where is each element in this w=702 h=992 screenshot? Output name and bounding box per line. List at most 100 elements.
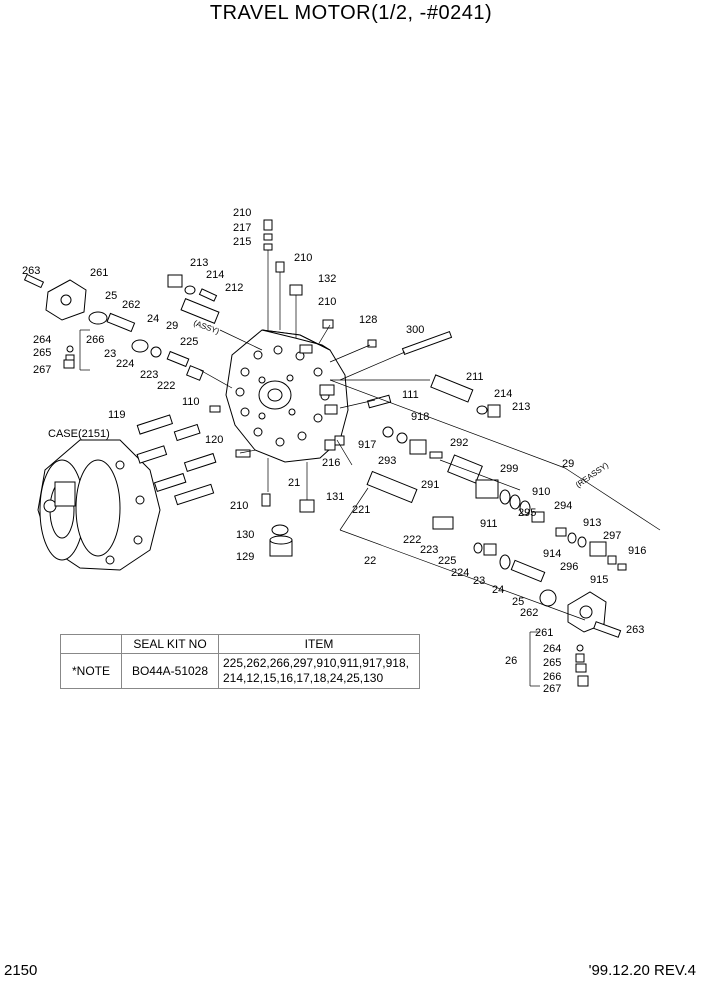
callout: 291 — [421, 479, 439, 491]
callout: 131 — [326, 491, 344, 503]
callout: 214 — [494, 388, 512, 400]
callout: 29 — [562, 458, 574, 470]
callout: 25 — [512, 596, 524, 608]
callout: 295 — [518, 507, 536, 519]
callout: 262 — [122, 299, 140, 311]
callout: 917 — [358, 439, 376, 451]
callout: 26 — [505, 655, 517, 667]
callout: 267 — [543, 683, 561, 695]
callout: 210 — [318, 296, 336, 308]
case-label: CASE(2151) — [48, 428, 110, 440]
callout: 216 — [322, 457, 340, 469]
callout: 918 — [411, 411, 429, 423]
callout: 210 — [294, 252, 312, 264]
page-number: 2150 — [4, 962, 38, 979]
seal-kit-table: SEAL KIT NO ITEM *NOTE BO44A-51028 225,2… — [60, 634, 420, 689]
items-line: 225,262,266,297,910,911,917,918, — [223, 656, 409, 670]
callout: 264 — [33, 334, 51, 346]
callout: 262 — [520, 607, 538, 619]
callout: 128 — [359, 314, 377, 326]
revision-label: '99.12.20 REV.4 — [588, 962, 696, 979]
callout: 263 — [626, 624, 644, 636]
callout: 120 — [205, 434, 223, 446]
callout: 916 — [628, 545, 646, 557]
callout: 914 — [543, 548, 561, 560]
callout: 23 — [473, 575, 485, 587]
callout: 24 — [147, 313, 159, 325]
note-cell: *NOTE — [60, 653, 122, 689]
right-valves — [324, 330, 557, 607]
callout: 225 — [180, 336, 198, 348]
items-line: 214,12,15,16,17,18,24,25,130 — [223, 671, 384, 685]
spring-group-119 — [136, 414, 217, 506]
callout: 266 — [86, 334, 104, 346]
table-header — [60, 634, 122, 654]
callout: 222 — [403, 534, 421, 546]
callout: 29 — [166, 320, 178, 332]
leader-lines — [79, 250, 661, 687]
callout: 223 — [140, 369, 158, 381]
callout: 21 — [288, 477, 300, 489]
callout: 911 — [480, 518, 498, 530]
callout: 296 — [560, 561, 578, 573]
callout: 24 — [492, 584, 504, 596]
callout: 210 — [230, 500, 248, 512]
right-stack — [447, 454, 627, 571]
callout: 261 — [535, 627, 553, 639]
callout: 22 — [364, 555, 376, 567]
callout: 292 — [450, 437, 468, 449]
table-header: SEAL KIT NO — [121, 634, 219, 654]
callout: 111 — [402, 389, 419, 401]
callout: 265 — [33, 347, 51, 359]
table-row: *NOTE BO44A-51028 225,262,266,297,910,91… — [60, 653, 420, 689]
callout: 293 — [378, 455, 396, 467]
callout: 300 — [406, 324, 424, 336]
callout: 263 — [22, 265, 40, 277]
callout: 261 — [90, 267, 108, 279]
plate-261-left — [23, 273, 149, 369]
callout: 224 — [116, 358, 134, 370]
page-title: TRAVEL MOTOR(1/2, -#0241) — [209, 2, 493, 24]
callout: 110 — [182, 396, 200, 408]
valve-29-upper — [150, 274, 220, 381]
lower-parts — [269, 524, 293, 557]
callout: 299 — [500, 463, 518, 475]
callout: 294 — [554, 500, 572, 512]
callout: 119 — [108, 409, 126, 421]
callout: 266 — [543, 671, 561, 683]
callout: 223 — [420, 544, 438, 556]
callout: 210 — [233, 207, 251, 219]
cover-plate — [225, 329, 349, 463]
callout: 130 — [236, 529, 254, 541]
callout: 215 — [233, 236, 251, 248]
callout: 213 — [190, 257, 208, 269]
callout: 222 — [157, 380, 175, 392]
callout: 213 — [512, 401, 530, 413]
callout: 297 — [603, 530, 621, 542]
callout: 915 — [590, 574, 608, 586]
callout: 221 — [352, 504, 370, 516]
callout: 25 — [105, 290, 117, 302]
callout: 217 — [233, 222, 251, 234]
callout: 224 — [451, 567, 469, 579]
items-cell: 225,262,266,297,910,911,917,918, 214,12,… — [218, 653, 420, 689]
callout: 129 — [236, 551, 254, 563]
plate-261-right — [567, 591, 622, 687]
callout: 214 — [206, 269, 224, 281]
table-header: ITEM — [218, 634, 420, 654]
callout: 913 — [583, 517, 601, 529]
motor-case — [37, 439, 161, 571]
callout: 267 — [33, 364, 51, 376]
callout: 23 — [104, 348, 116, 360]
assy-label: (ASSY) — [192, 318, 220, 336]
callout: 211 — [466, 371, 484, 383]
kit-number-cell: BO44A-51028 — [121, 653, 219, 689]
plugs-top — [209, 219, 377, 513]
callout: 225 — [438, 555, 456, 567]
callout: 910 — [532, 486, 550, 498]
callout: 212 — [225, 282, 243, 294]
callout: 265 — [543, 657, 561, 669]
callout: 264 — [543, 643, 561, 655]
callout-labels: CASE(2151) (ASSY) (REASSY) 210 217 215 2… — [22, 207, 646, 695]
